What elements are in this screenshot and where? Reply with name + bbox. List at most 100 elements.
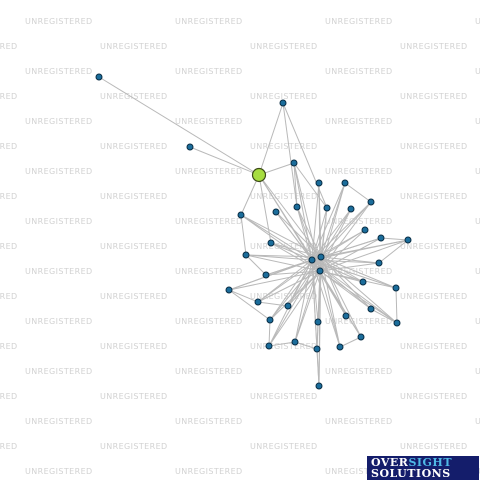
graph-edge [319, 208, 352, 272]
graph-edge [282, 102, 298, 208]
logo-word-solutions: SOLUTIONS [371, 467, 451, 480]
graph-edge [245, 254, 322, 258]
graph-node[interactable] [279, 99, 287, 107]
graph-node[interactable] [308, 256, 316, 264]
watermark-text: UNREGISTERED [400, 292, 468, 301]
watermark-text: UNREGISTERED [100, 42, 168, 51]
graph-edge [240, 214, 322, 258]
graph-node[interactable] [262, 271, 270, 279]
graph-edge [228, 289, 271, 321]
graph-node[interactable] [347, 205, 355, 213]
graph-node[interactable] [267, 239, 275, 247]
graph-edge [265, 270, 321, 276]
watermark-text: UNREGISTERED [100, 192, 168, 201]
watermark-text: UNREGISTERED [25, 17, 93, 26]
graph-node[interactable] [254, 298, 262, 306]
graph-edge [370, 308, 398, 324]
graph-node[interactable] [375, 259, 383, 267]
graph-node[interactable] [359, 278, 367, 286]
watermark-text: UNREGISTERED [400, 142, 468, 151]
graph-node[interactable] [293, 203, 301, 211]
watermark-text: UNREGISTERED [100, 442, 168, 451]
watermark-text: UNREGISTERED [0, 392, 18, 401]
graph-edge [240, 214, 313, 261]
watermark-text: UNREGISTERED [250, 192, 318, 201]
graph-edge [257, 301, 289, 307]
graph-node[interactable] [393, 319, 401, 327]
focus-node[interactable] [251, 167, 267, 183]
watermark-text: UNREGISTERED [0, 142, 18, 151]
graph-node[interactable] [342, 312, 350, 320]
graph-edge [228, 270, 321, 291]
graph-edge [395, 287, 398, 324]
graph-node[interactable] [315, 179, 323, 187]
graph-edge [270, 242, 321, 272]
watermark-text: UNREGISTERED [325, 367, 393, 376]
watermark-text: UNREGISTERED [175, 17, 243, 26]
watermark-text: UNREGISTERED [25, 317, 93, 326]
graph-node[interactable] [186, 143, 194, 151]
watermark-text: UNREGISTERED [100, 92, 168, 101]
graph-node[interactable] [367, 305, 375, 313]
graph-edge [294, 270, 321, 343]
watermark-text: UNREGISTERED [250, 392, 318, 401]
graph-edge [319, 201, 372, 272]
graph-edge [269, 259, 313, 321]
graph-node[interactable] [392, 284, 400, 292]
graph-node[interactable] [361, 226, 369, 234]
graph-node[interactable] [225, 286, 233, 294]
graph-node[interactable] [357, 333, 365, 341]
graph-node[interactable] [284, 302, 292, 310]
watermark-text: UNREGISTERED [250, 42, 318, 51]
watermark-text: UNREGISTERED [250, 142, 318, 151]
graph-node[interactable] [291, 338, 299, 346]
graph-edge [320, 237, 382, 258]
graph-edge [293, 162, 313, 261]
graph-node[interactable] [313, 345, 321, 353]
watermark-text: UNREGISTERED [475, 167, 480, 176]
graph-edge [245, 254, 313, 261]
watermark-text: UNREGISTERED [25, 217, 93, 226]
graph-edge [275, 211, 322, 258]
graph-edge [240, 214, 247, 256]
graph-node[interactable] [290, 159, 298, 167]
logo-top-line: OVERSIGHT [371, 457, 452, 468]
graph-node[interactable] [237, 211, 245, 219]
graph-edge [320, 229, 366, 258]
watermark-text: UNREGISTERED [400, 192, 468, 201]
graph-node[interactable] [341, 179, 349, 187]
graph-node[interactable] [323, 204, 331, 212]
graph-node[interactable] [317, 253, 325, 261]
watermark-text: UNREGISTERED [325, 217, 393, 226]
watermark-text: UNREGISTERED [325, 317, 393, 326]
watermark-text: UNREGISTERED [100, 342, 168, 351]
graph-node[interactable] [367, 198, 375, 206]
graph-edge [319, 237, 382, 272]
graph-node[interactable] [272, 208, 280, 216]
graph-edge [258, 174, 322, 258]
watermark-text: UNREGISTERED [400, 242, 468, 251]
graph-node[interactable] [316, 267, 324, 275]
watermark-text: UNREGISTERED [100, 292, 168, 301]
graph-node[interactable] [266, 316, 274, 324]
watermark-text: UNREGISTERED [175, 167, 243, 176]
oversight-solutions-logo: OVERSIGHT SOLUTIONS [367, 456, 479, 480]
graph-edge [245, 254, 321, 272]
graph-edge [294, 341, 318, 350]
watermark-text: UNREGISTERED [400, 42, 468, 51]
graph-node[interactable] [377, 234, 385, 242]
graph-node[interactable] [315, 382, 323, 390]
watermark-text: UNREGISTERED [400, 92, 468, 101]
watermark-text: UNREGISTERED [325, 67, 393, 76]
watermark-text: UNREGISTERED [175, 417, 243, 426]
graph-node[interactable] [95, 73, 103, 81]
graph-node[interactable] [404, 236, 412, 244]
graph-node[interactable] [314, 318, 322, 326]
graph-node[interactable] [336, 343, 344, 351]
graph-node[interactable] [242, 251, 250, 259]
graph-node[interactable] [265, 342, 273, 350]
watermark-text: UNREGISTERED [475, 17, 480, 26]
watermark-text: UNREGISTERED [100, 142, 168, 151]
watermark-text: UNREGISTERED [100, 392, 168, 401]
